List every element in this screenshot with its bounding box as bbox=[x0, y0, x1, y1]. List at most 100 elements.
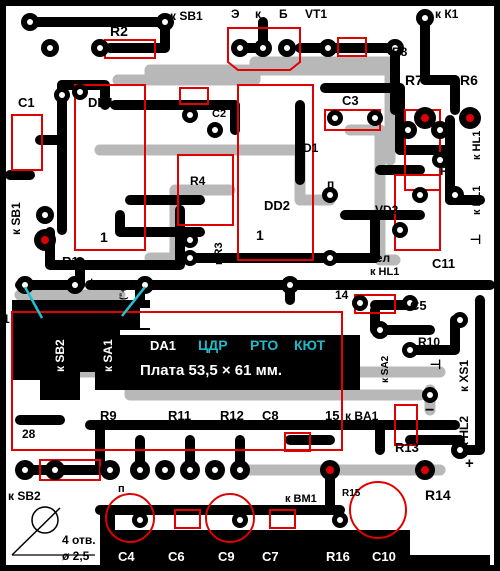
label-c8: C8 bbox=[262, 408, 279, 423]
label-k-xs1: к XS1 bbox=[457, 360, 471, 392]
label-r8: R8 bbox=[392, 45, 408, 59]
label-r6: R6 bbox=[460, 72, 478, 88]
pad bbox=[54, 87, 70, 103]
mounting-hole bbox=[11, 506, 95, 556]
label-one-c: 1 bbox=[3, 312, 10, 326]
label-perp2: ⊥ bbox=[468, 234, 483, 245]
label-k-r3: к R3 bbox=[213, 242, 225, 265]
label-k-k1-mid: к К1 bbox=[435, 279, 459, 293]
label-p1: п bbox=[327, 177, 334, 191]
pad bbox=[402, 342, 418, 358]
label-c10: C10 bbox=[372, 549, 396, 564]
pad bbox=[130, 460, 150, 480]
board-caption: Плата 53,5 × 61 мм. bbox=[140, 362, 282, 379]
pad bbox=[319, 39, 337, 57]
pad bbox=[132, 512, 148, 528]
pad bbox=[414, 107, 436, 129]
pad bbox=[451, 441, 469, 459]
label-r16: R16 bbox=[326, 549, 350, 564]
pad bbox=[231, 39, 249, 57]
label-c2: C2 bbox=[212, 108, 226, 120]
pad bbox=[155, 460, 175, 480]
label-vd1: VD1 bbox=[295, 141, 319, 155]
label-dd2: DD2 bbox=[264, 198, 290, 213]
label-vt1: VT1 bbox=[305, 7, 327, 21]
pad bbox=[156, 13, 174, 31]
pad bbox=[36, 206, 54, 224]
label-e: Э bbox=[231, 7, 240, 21]
label-c1: C1 bbox=[18, 95, 35, 110]
pad bbox=[91, 39, 109, 57]
label-dd1: DD1 bbox=[88, 95, 114, 110]
label-n15: 15 bbox=[325, 408, 339, 423]
pad bbox=[232, 512, 248, 528]
label-k-sb2: к SB2 bbox=[8, 489, 41, 503]
label-k-sb2-v: к SB2 bbox=[53, 339, 67, 372]
label-r1: R1 bbox=[62, 254, 79, 269]
label-k-hl2: к HL2 bbox=[457, 416, 471, 448]
label-one-a: 1 bbox=[100, 229, 108, 245]
label-k-hl1-a: к HL1 bbox=[471, 131, 483, 160]
pad bbox=[254, 39, 272, 57]
pad bbox=[322, 187, 338, 203]
pad bbox=[452, 312, 468, 328]
label-r10: R10 bbox=[418, 335, 440, 349]
pad bbox=[205, 460, 225, 480]
pad bbox=[72, 84, 88, 100]
label-k: к bbox=[255, 7, 262, 21]
label-plus-r: + bbox=[465, 455, 474, 472]
pad bbox=[182, 250, 198, 266]
pad bbox=[322, 250, 338, 266]
holes-diam: ø 2,5 bbox=[62, 549, 90, 563]
jumper-wires bbox=[23, 286, 146, 319]
label-r7: R7 bbox=[405, 72, 423, 88]
label-k-sa1-v: к SA1 bbox=[101, 339, 115, 372]
label-quote: ("+") bbox=[118, 280, 128, 300]
pad bbox=[386, 39, 404, 57]
pad bbox=[136, 276, 154, 294]
label-c7: C7 bbox=[262, 549, 279, 564]
label-kyut: КЮТ bbox=[294, 337, 326, 353]
pad bbox=[182, 107, 198, 123]
label-c5: C5 bbox=[410, 298, 427, 313]
label-rto: РТО bbox=[250, 337, 278, 353]
pad bbox=[66, 276, 84, 294]
pad bbox=[16, 276, 34, 294]
label-r2: R2 bbox=[110, 23, 128, 39]
label-n14: 14 bbox=[335, 288, 349, 302]
pad bbox=[320, 460, 340, 480]
label-perp3: ⊥ bbox=[428, 359, 443, 370]
pad bbox=[422, 387, 438, 403]
label-r15: R15 bbox=[342, 488, 361, 499]
pad bbox=[327, 110, 343, 126]
pad bbox=[352, 295, 368, 311]
label-p2: п bbox=[118, 483, 125, 495]
label-r5: R5 bbox=[440, 164, 456, 178]
pad bbox=[15, 460, 35, 480]
copper-pours bbox=[12, 300, 490, 567]
label-k-sb1-side: к SB1 bbox=[9, 202, 23, 235]
label-k-sa2: к SA2 bbox=[380, 355, 391, 383]
label-c11: C11 bbox=[432, 256, 455, 271]
holes-note: 4 отв. bbox=[62, 533, 96, 547]
pad bbox=[207, 122, 223, 138]
label-zel: зел bbox=[370, 251, 390, 265]
pad bbox=[371, 321, 389, 339]
pad bbox=[446, 186, 464, 204]
pad bbox=[182, 232, 198, 248]
pad bbox=[332, 512, 348, 528]
label-minus: − bbox=[425, 402, 434, 419]
label-k-k1-top: к К1 bbox=[435, 7, 459, 21]
pad bbox=[180, 460, 200, 480]
label-k-vm1: к ВМ1 bbox=[285, 493, 317, 505]
pad bbox=[415, 460, 435, 480]
pads bbox=[15, 9, 481, 528]
label-c4: C4 bbox=[118, 549, 135, 564]
pad bbox=[281, 276, 299, 294]
pad bbox=[392, 222, 408, 238]
pad bbox=[21, 13, 39, 31]
pad bbox=[230, 460, 250, 480]
pad bbox=[100, 460, 120, 480]
label-n28: 28 bbox=[22, 427, 36, 441]
pad bbox=[278, 39, 296, 57]
